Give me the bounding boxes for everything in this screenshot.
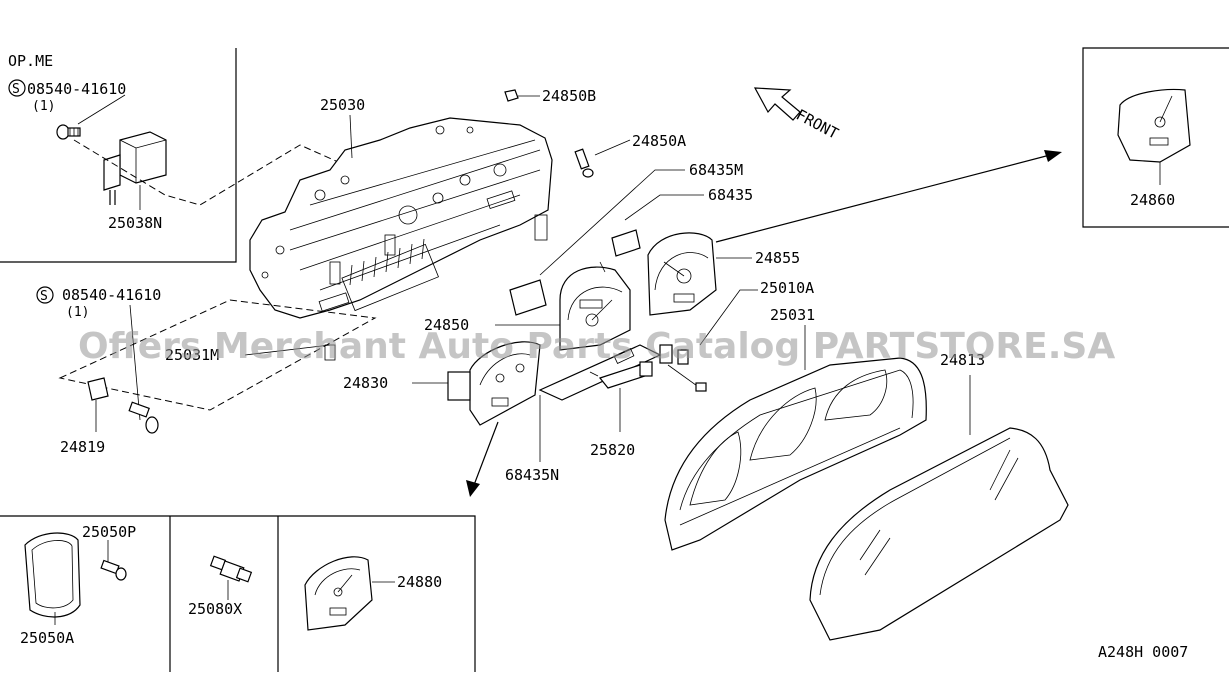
speedometer-24850 — [559, 261, 631, 351]
bulb-25080x — [209, 555, 253, 583]
cover-25050a — [24, 532, 81, 618]
label-25080x: 25080X — [188, 600, 242, 618]
bulb-24850a — [574, 139, 631, 178]
screw-icon-2 — [128, 401, 159, 434]
inset-box-bottom: 25050A 25050P 25080X 24880 — [0, 515, 476, 672]
screw-symbol: S — [12, 82, 20, 97]
inset-box-24860: 24860 — [1082, 47, 1229, 228]
label-24813: 24813 — [940, 351, 985, 369]
label-24830: 24830 — [343, 374, 388, 392]
bezel-25031 — [664, 357, 927, 551]
label-68435m: 68435M — [689, 161, 743, 179]
arrow-down-icon — [466, 421, 499, 497]
module-25820 — [598, 361, 653, 389]
label-25031: 25031 — [770, 306, 815, 324]
label-25031m: 25031M — [165, 346, 219, 364]
label-24850b: 24850B — [542, 87, 596, 105]
label-24860: 24860 — [1130, 191, 1175, 209]
gauge-24830 — [447, 341, 541, 426]
screw-symbol-circle-2 — [36, 286, 54, 304]
front-arrow-icon — [753, 87, 801, 121]
label-25030: 25030 — [320, 96, 365, 114]
label-25038n: 25038N — [108, 214, 162, 232]
label-24850: 24850 — [424, 316, 469, 334]
screw-symbol-circle — [8, 79, 26, 97]
label-25050a: 25050A — [20, 629, 74, 647]
label-24880: 24880 — [397, 573, 442, 591]
label-25010a: 25010A — [760, 279, 814, 297]
tachometer-24855 — [647, 232, 717, 316]
screw-part-number: 08540-41610 — [27, 80, 126, 98]
gauge-24880 — [304, 556, 395, 631]
inset-box-op-me: OP.ME S 08540-41610 (1) 25038N — [0, 48, 346, 263]
lens-24813 — [809, 427, 1069, 641]
screw-quantity-2: (1) — [66, 305, 89, 320]
film-68435n — [538, 344, 662, 401]
label-25820: 25820 — [590, 441, 635, 459]
screw-25050p — [100, 559, 127, 581]
screw-icon — [56, 124, 81, 140]
film-68435 — [611, 229, 641, 257]
film-68435m — [509, 279, 547, 316]
arrow-to-24860-icon — [715, 150, 1062, 243]
watermark: Offers Merchant Auto Parts Catalog PARTS… — [78, 326, 1115, 367]
screw-part-number-2: 08540-41610 — [62, 286, 161, 304]
clip-24850b — [504, 89, 540, 102]
clip-24819 — [87, 377, 109, 401]
label-24855: 24855 — [755, 249, 800, 267]
label-68435: 68435 — [708, 186, 753, 204]
drawing-code: A248H 0007 — [1098, 643, 1188, 661]
screw-quantity: (1) — [32, 99, 55, 114]
screw-symbol-2: S — [40, 289, 48, 304]
module-25038n — [103, 131, 167, 205]
label-68435n: 68435N — [505, 466, 559, 484]
op-me-label: OP.ME — [8, 52, 53, 70]
label-24819: 24819 — [60, 438, 105, 456]
housing-25030 — [249, 117, 553, 361]
bulb-socket-25010a — [659, 344, 707, 392]
label-24850a: 24850A — [632, 132, 686, 150]
label-25050p: 25050P — [82, 523, 136, 541]
front-label: FRONT — [793, 106, 841, 143]
